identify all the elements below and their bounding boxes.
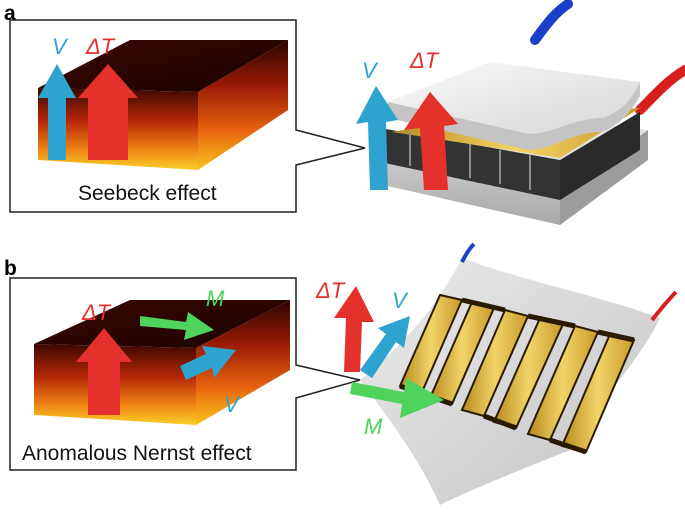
flexible-film-device <box>360 244 676 505</box>
panel-b-caption: Anomalous Nernst effect <box>22 442 252 465</box>
module-temp-label: ΔT <box>409 48 440 73</box>
nernst-voltage-label: V <box>224 392 241 417</box>
panel-a-caption: Seebeck effect <box>78 182 217 205</box>
seebeck-voltage-label: V <box>52 34 69 59</box>
wire-blue <box>535 4 568 40</box>
panel-b-letter: b <box>4 257 17 280</box>
wire-red-b <box>652 292 676 320</box>
wire-red <box>640 70 685 110</box>
wire-blue-b <box>462 244 474 262</box>
nernst-magnetization-label: M <box>206 286 225 311</box>
film-voltage-label: V <box>392 288 409 313</box>
film-magnetization-label: M <box>364 414 383 439</box>
nernst-temp-label: ΔT <box>81 300 112 325</box>
module-voltage-label: V <box>362 58 379 83</box>
seebeck-temp-label: ΔT <box>85 34 116 59</box>
film-temp-label: ΔT <box>315 278 346 303</box>
